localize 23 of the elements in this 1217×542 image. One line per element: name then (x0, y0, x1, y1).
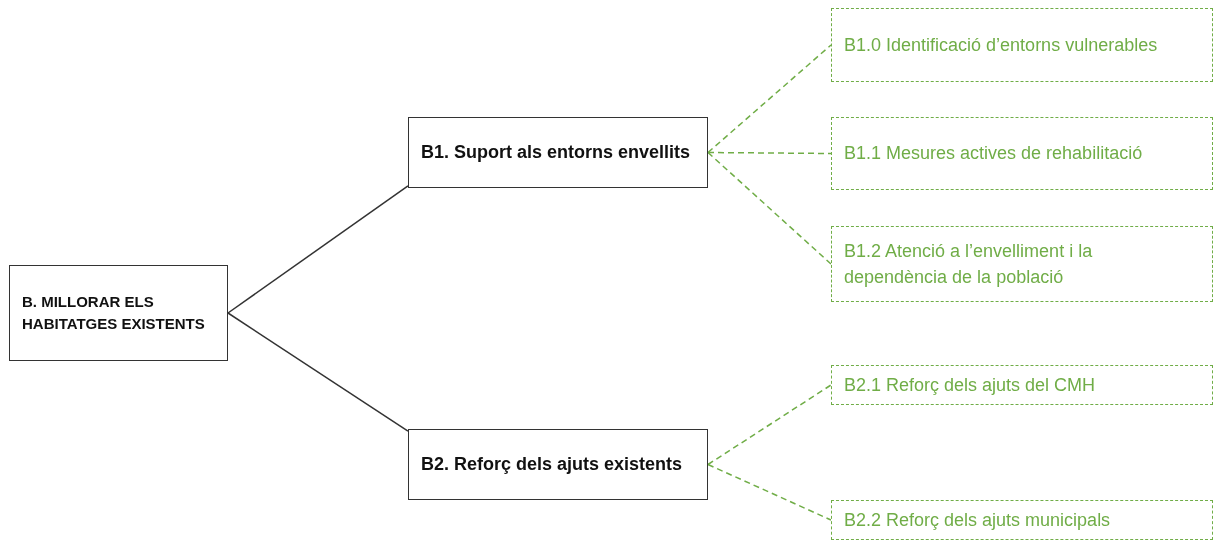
box-label: B2.1 Reforç dels ajuts del CMH (844, 373, 1096, 397)
connector-line (227, 312, 409, 432)
action-box (831, 117, 1213, 190)
action-box (831, 500, 1213, 540)
category-box (408, 429, 708, 500)
box-label: B2.2 Reforç dels ajuts municipals (844, 508, 1111, 532)
connector-line (707, 151, 832, 265)
connector-line (707, 151, 832, 155)
box-label: B2. Reforç dels ajuts existents (421, 453, 683, 477)
box-label: B1. Suport als entorns envellits (421, 141, 691, 165)
category-box (9, 265, 228, 361)
category-box (408, 117, 708, 188)
box-label: B1.0 Identificació d’entorns vulnerables (844, 33, 1158, 57)
connector-line (707, 463, 832, 521)
connector-line (707, 44, 832, 154)
action-box (831, 226, 1213, 302)
connector-line (227, 185, 409, 314)
action-box (831, 365, 1213, 405)
box-label: B. MILLORAR ELS HABITATGES EXISTENTS (22, 292, 206, 334)
connector-line (707, 384, 832, 466)
box-label: B1.1 Mesures actives de rehabilitació (844, 142, 1143, 166)
box-label: B1.2 Atenció a l’envelliment i la dependència de la població (844, 239, 1094, 289)
action-box (831, 8, 1213, 82)
